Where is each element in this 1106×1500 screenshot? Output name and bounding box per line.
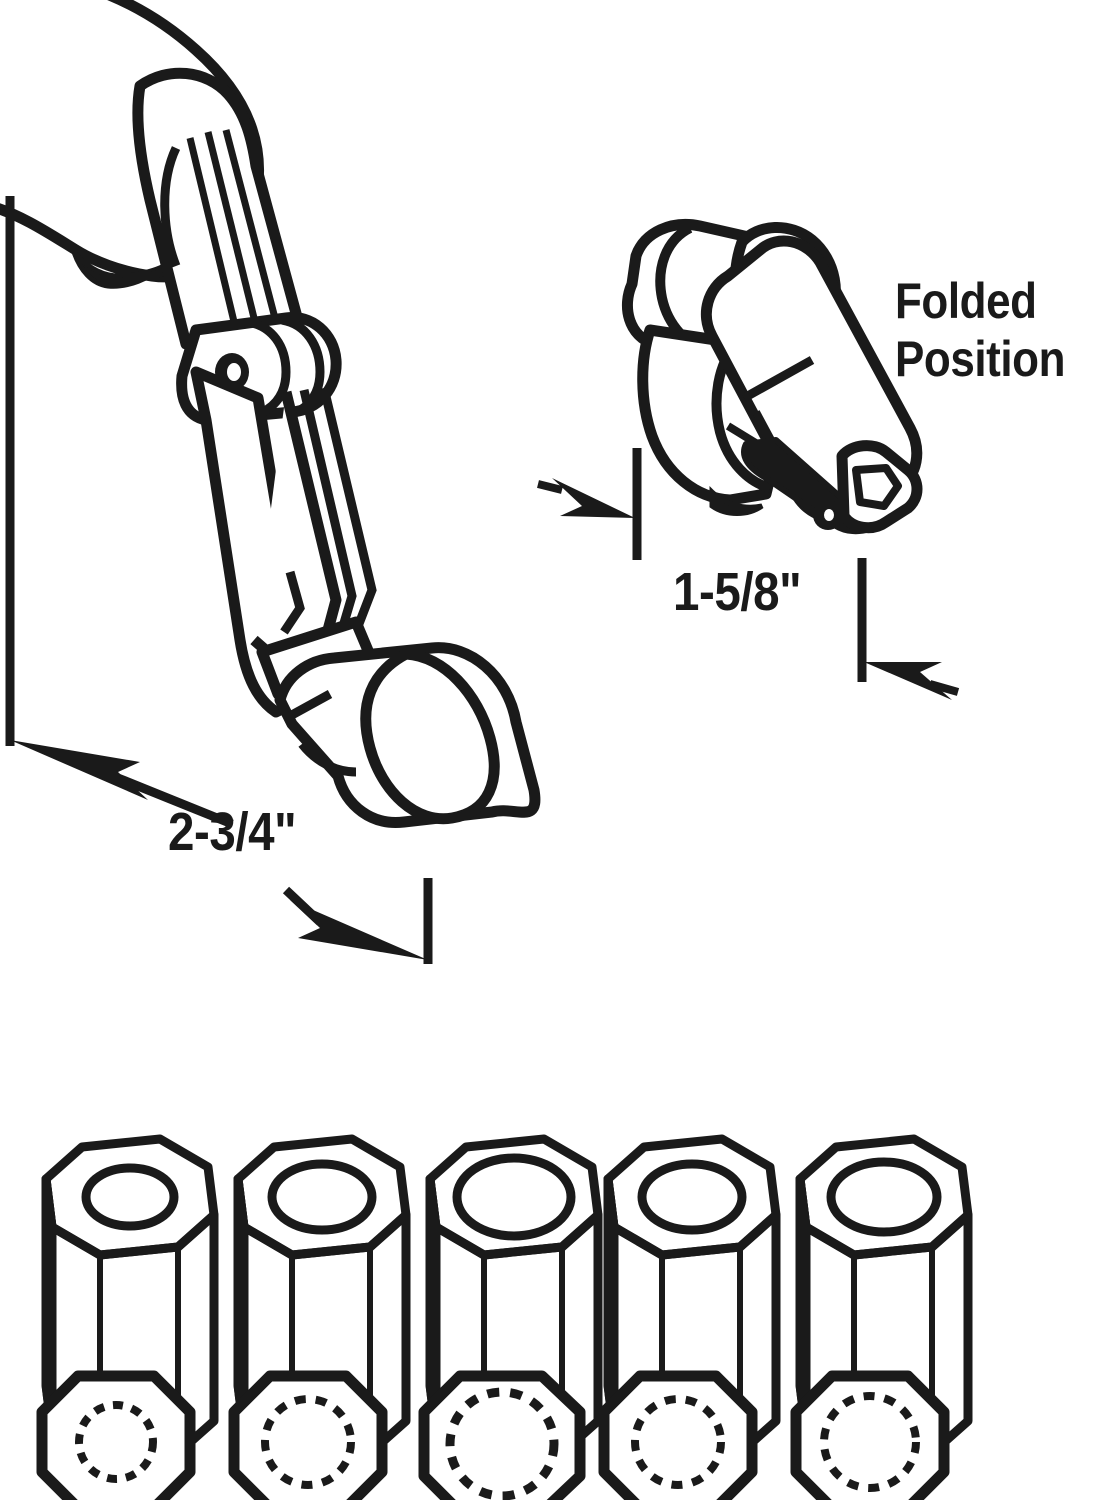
arrow-head-right-folded — [864, 662, 952, 700]
bore-ellipse — [637, 1159, 747, 1235]
spacer-row-end-view — [36, 1370, 950, 1500]
folded-position-label: Folded Position — [895, 273, 1066, 387]
dimension-label-extended: 2-3/4" — [168, 802, 297, 862]
spacer-endview-2 — [228, 1370, 388, 1500]
arrow-head-left-folded — [552, 478, 635, 518]
splined-bore — [445, 1387, 559, 1500]
extended-crank-handle-drawing — [0, 0, 541, 828]
bore-ellipse — [826, 1157, 942, 1237]
leader-line-left-folded — [537, 480, 563, 494]
splined-bore — [631, 1395, 725, 1489]
spacer-isometric-3 — [430, 1139, 598, 1461]
spacer-row-isometric — [46, 1139, 968, 1461]
folded-crank-handle-drawing — [621, 219, 923, 535]
dimension-folded-1-5-8 — [537, 448, 960, 700]
arrow-head-right — [290, 900, 428, 960]
dimension-extended-2-3-4 — [5, 196, 433, 964]
leader-line-left — [116, 773, 234, 829]
spacer-isometric-1 — [46, 1139, 214, 1461]
spacer-isometric-5 — [800, 1139, 968, 1461]
bore-ellipse — [267, 1159, 377, 1235]
splined-bore — [75, 1401, 157, 1483]
spacer-endview-1 — [36, 1370, 196, 1500]
leader-line-right — [282, 886, 324, 926]
leader-line-right-folded — [928, 680, 960, 696]
bore-ellipse — [81, 1163, 179, 1231]
bore-ellipse — [452, 1153, 576, 1241]
splined-bore — [820, 1392, 920, 1492]
spacer-endview-4 — [598, 1370, 758, 1500]
splined-bore — [261, 1395, 355, 1489]
spacer-endview-5 — [790, 1370, 950, 1500]
arrow-head-left — [10, 740, 148, 800]
spacer-isometric-2 — [238, 1139, 406, 1461]
dimension-label-folded: 1-5/8" — [673, 562, 802, 622]
spacer-endview-3 — [418, 1370, 586, 1500]
spacer-isometric-4 — [608, 1139, 776, 1461]
